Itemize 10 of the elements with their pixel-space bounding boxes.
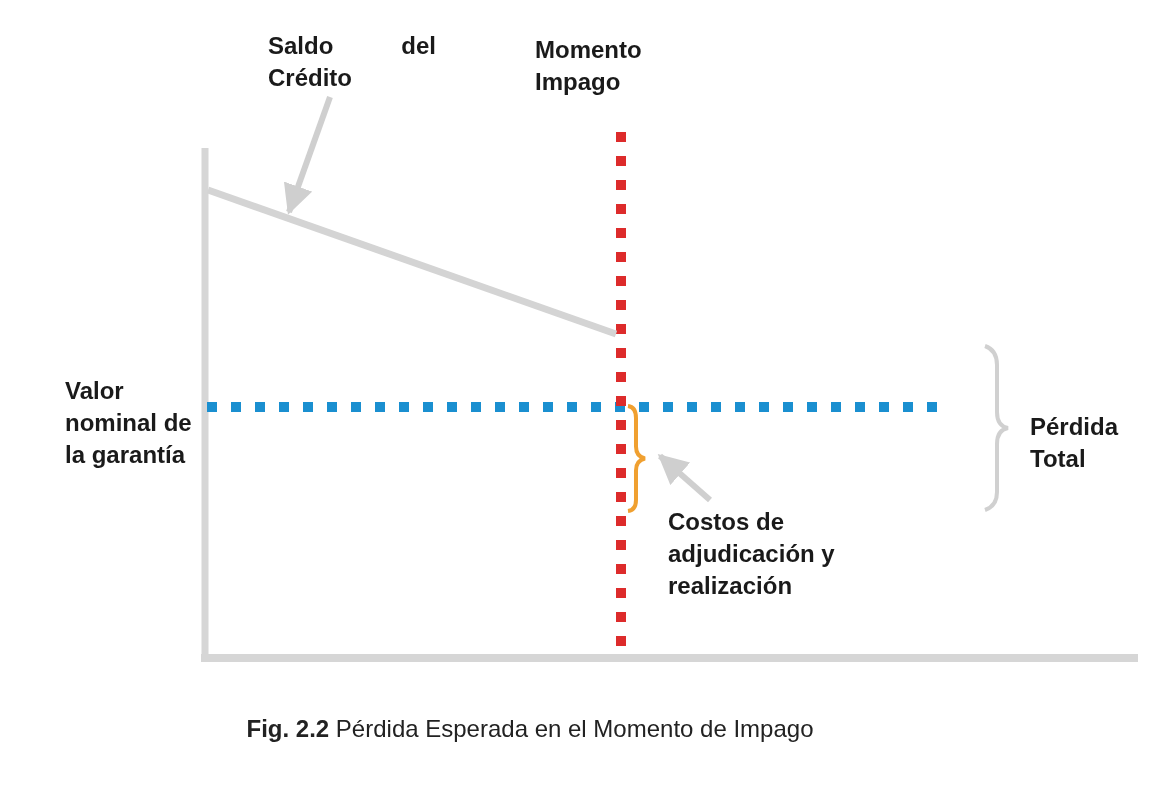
credit-balance-line <box>206 186 618 338</box>
collateral-value-label: Valor nominal de la garantía <box>65 376 193 470</box>
total-loss-label: Pérdida Total <box>1030 412 1120 474</box>
balance-label: Saldo del Crédito <box>268 30 436 94</box>
costs-label: Costos de adjudicación y realización <box>668 506 898 602</box>
leader-arrow <box>283 96 333 215</box>
curly-brace <box>627 404 647 513</box>
leader-arrow <box>657 453 712 503</box>
default-moment-label: Momento Impago <box>535 35 643 97</box>
figure-caption: Fig. 2.2 Pérdida Esperada en el Momento de Impago <box>245 715 815 743</box>
